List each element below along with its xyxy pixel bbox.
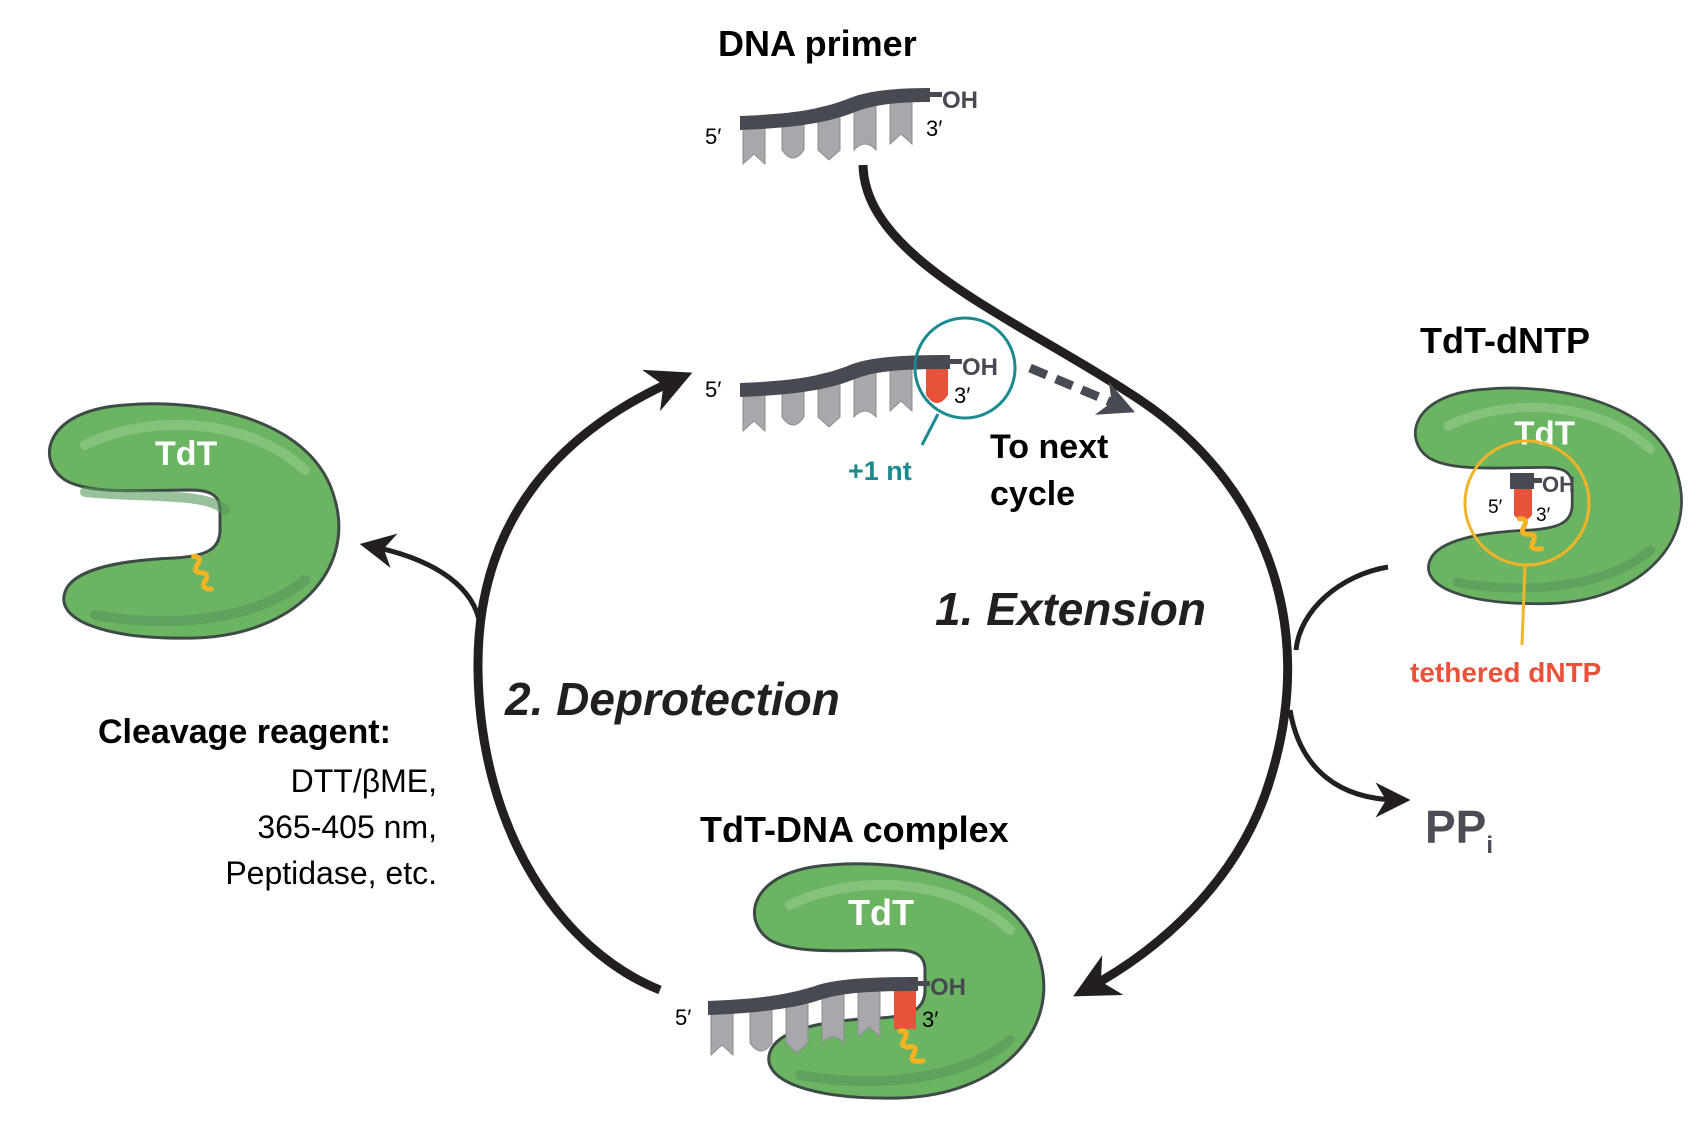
tdt-dna-complex-title: TdT-DNA complex — [700, 809, 1009, 850]
to-next-cycle-line2: cycle — [990, 475, 1075, 513]
primer-5prime-label: 5′ — [705, 124, 721, 149]
cleavage-reagent-title: Cleavage reagent: — [98, 713, 391, 751]
ppi-subscript: i — [1486, 832, 1493, 859]
tdt-dntp-oh-label: OH — [1542, 472, 1575, 497]
tdt-dntp-5prime-label: 5′ — [1488, 497, 1503, 518]
to-next-cycle-line1: To next — [990, 428, 1108, 466]
tdt-dntp-tether-icon — [1516, 516, 1544, 552]
ppi-main: PP — [1425, 801, 1486, 853]
tethered-dntp-leader — [1520, 564, 1527, 646]
plus-one-nt-highlight-circle — [913, 316, 1017, 420]
tdt-dntp-protein-label: TdT — [1514, 415, 1575, 452]
primer-oh-label: OH — [942, 87, 978, 114]
cleavage-item-peptidase: Peptidase, etc. — [225, 855, 437, 891]
complex-backbone — [708, 977, 918, 1015]
tdt-dntp-input-arrow — [1293, 564, 1389, 651]
tdt-dna-complex-protein: TdT — [752, 862, 1046, 1100]
extended-3prime-label: 3′ — [954, 383, 970, 408]
tdt-dntp-title: TdT-dNTP — [1420, 320, 1590, 361]
extended-5prime-label: 5′ — [705, 377, 721, 402]
dna-primer-title: DNA primer — [718, 23, 917, 64]
released-tdt-label: TdT — [155, 435, 218, 473]
ppi-release-arrow — [1287, 709, 1411, 818]
new-nucleotide — [926, 363, 948, 403]
step-1-extension-label: 1. Extension — [935, 583, 1206, 635]
tdt-dntp-protein: TdT — [1413, 386, 1683, 606]
complex-tether-icon — [897, 1028, 926, 1064]
step-2-deprotection-label: 2. Deprotection — [504, 673, 840, 725]
deprotection-arrow — [473, 369, 693, 995]
complex-dna-strand: OH 5′ 3′ — [675, 974, 966, 1064]
complex-new-nucleotide — [894, 989, 916, 1029]
primer-backbone — [740, 88, 930, 130]
complex-bases — [710, 986, 881, 1057]
cleavage-item-dtt: DTT/βME, — [291, 763, 437, 799]
complex-5prime-label: 5′ — [675, 1005, 691, 1030]
complex-protein-label: TdT — [848, 892, 914, 933]
cleavage-item-light: 365-405 nm, — [257, 809, 437, 845]
extended-primer-backbone — [740, 355, 950, 397]
released-tether-icon — [191, 553, 214, 592]
plus-one-nt-leader — [920, 413, 940, 446]
complex-3prime-label: 3′ — [922, 1007, 938, 1032]
tethered-dntp-molecule: OH 5′ 3′ — [1488, 472, 1575, 552]
extended-oh-label: OH — [962, 354, 998, 381]
complex-oh-label: OH — [930, 974, 966, 1001]
to-next-cycle-dashed-arrow — [1028, 363, 1135, 415]
released-tdt-protein: TdT — [47, 402, 341, 640]
extension-arrow — [858, 164, 1293, 997]
dna-primer: OH 5′ 3′ — [705, 87, 978, 166]
primer-3prime-label: 3′ — [926, 116, 942, 141]
tdt-dntp-3prime-label: 3′ — [1536, 505, 1551, 526]
plus-one-nt-label: +1 nt — [848, 456, 912, 486]
tethered-dntp-label: tethered dNTP — [1410, 657, 1601, 688]
release-tdt-arrow — [359, 533, 483, 626]
ppi-label: PPi — [1425, 801, 1493, 859]
extended-primer: OH 5′ 3′ — [705, 354, 998, 433]
tethered-dntp-highlight-circle — [1463, 439, 1591, 567]
